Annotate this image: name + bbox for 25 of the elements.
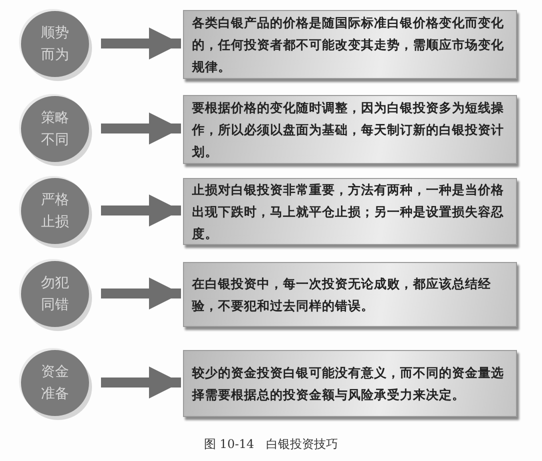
arrow (101, 278, 181, 310)
badge-label: 策略不同 (40, 108, 70, 150)
caption: 图 10-14 白银投资技巧 (202, 436, 340, 453)
circle-badge (21, 10, 89, 76)
arrow (101, 194, 181, 226)
circle-badge (21, 96, 89, 162)
circle-badge (21, 178, 89, 244)
badge-label: 顺势而为 (40, 24, 70, 64)
arrow (101, 28, 181, 60)
badge-label: 严格止损 (40, 190, 70, 232)
circle-badge (21, 350, 89, 416)
text-box (183, 10, 517, 79)
box-text: 各类白银产品的价格是随国际标准白银价格变化而变化的，任何投资者都不可能改变其走势，需顺应市场变化规律。 (190, 14, 505, 76)
box-text: 在白银投资中，每一次投资无论成败，都应该总结经验，不要犯和过去同样的错误。 (190, 274, 492, 314)
text-box (183, 262, 517, 327)
text-box (183, 350, 517, 417)
box-text: 较少的资金投资白银可能没有意义，而不同的资金量选择需要根据总的投资金额与风险承受力来决定。 (190, 364, 505, 404)
arrow (101, 366, 181, 398)
badge-label: 资金准备 (40, 362, 70, 404)
box-text: 止损对白银投资非常重要，方法有两种，一种是当价格出现下跌时，马上就平仓止损；另一种是设置损失容忍度。 (191, 180, 505, 242)
circle-badge (21, 260, 89, 326)
badge-label: 勿犯同错 (40, 274, 70, 314)
box-text: 要根据价格的变化随时调整，因为白银投资多为短线操作，所以必须以盘面为基础，每天制订新的白银投资计划。 (190, 98, 505, 160)
arrow (101, 112, 181, 144)
text-box (183, 95, 517, 164)
